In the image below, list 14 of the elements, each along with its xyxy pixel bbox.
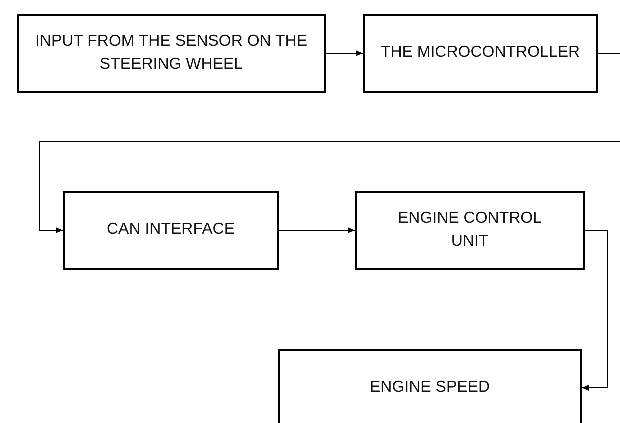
process-box [355, 191, 585, 270]
process-box [63, 191, 279, 270]
box-label: CAN INTERFACE [106, 220, 236, 240]
process-box [278, 349, 582, 423]
box-label: ENGINE CONTROL UNIT [396, 209, 543, 252]
box-label: THE MICROCONTROLLER [380, 43, 582, 64]
arrow [278, 228, 356, 234]
process-box [363, 14, 598, 93]
arrow [40, 53, 620, 234]
process-box [17, 14, 326, 93]
arrow [582, 230, 608, 391]
box-label: ENGINE SPEED [368, 378, 492, 398]
arrow [326, 50, 364, 56]
box-label: INPUT FROM THE SENSOR ON THE STEERING WHEEL [34, 32, 309, 74]
